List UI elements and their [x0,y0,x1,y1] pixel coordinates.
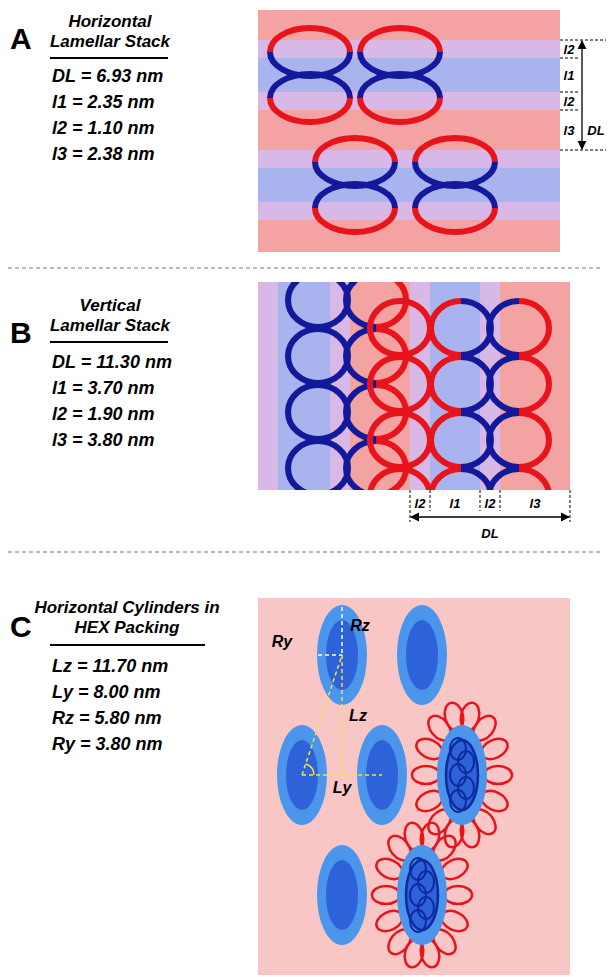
dimension-value: Ly = 8.00 nm [52,682,161,703]
dimension-value: Ry = 3.80 nm [52,734,163,755]
cylinder-core [406,860,438,930]
chain-loop [444,886,472,904]
heading-rule [50,57,168,59]
chain-arc [360,74,440,98]
chain-arc [370,413,400,467]
chain-arc [315,184,395,208]
cylinder-shell [397,845,447,945]
chain-loop [484,766,512,784]
chain-arc [270,28,350,52]
chain-arc [400,413,430,467]
chain-arc [288,329,318,383]
chain-arc [315,138,395,162]
dimension-value: Lz = 11.70 nm [52,656,168,677]
panel-separator [8,552,600,553]
chain-arc [519,357,549,411]
chain-loop [412,766,440,784]
chain-arc [415,138,495,162]
cylinders [277,605,512,969]
dimension-value: Rz = 5.80 nm [52,708,162,729]
chain-arc [489,469,519,490]
dimension-value: l1 = 2.35 nm [52,92,155,113]
dimension-value: DL = 6.93 nm [52,66,163,87]
dimension-value: l2 = 1.90 nm [52,404,155,425]
dimension-label: l1 [450,496,461,511]
chain-loop [446,740,478,810]
chain-arc [360,28,440,52]
dimension-value: l3 = 2.38 nm [52,144,155,165]
dimension-label: l2 [564,94,575,109]
panel-heading: Vertical Lamellar Stack [45,296,175,336]
chain-arc [519,413,549,467]
dimension-label: l2 [485,496,496,511]
cylinder-shell [437,725,487,825]
panel-heading: Horizontal Lamellar Stack [45,12,175,52]
chain-arc [415,208,495,232]
chain-arc [270,98,350,122]
dimension-label: l3 [564,123,575,138]
dimension-label: l3 [530,496,541,511]
chain-arc [431,357,461,411]
cylinder-core [446,740,478,810]
dimension-lines [302,607,382,775]
dimension-label: l2 [564,42,575,57]
chain-arc [431,301,461,355]
panel-heading: Horizontal Cylinders in HEX Packing [32,598,222,638]
chain-arc [400,469,430,490]
chain-arc [400,357,430,411]
dimension-value: l1 = 3.70 nm [52,378,155,399]
chain-arc [431,469,461,490]
heading-rule [50,644,205,646]
chain-arc [370,469,400,490]
dimension-ticks [560,40,606,150]
chain-arc [288,282,318,327]
chain-arc [270,74,350,98]
dimension-label: Rz [350,617,370,635]
cylinder-core [326,860,358,930]
panel-separator [8,268,600,269]
dimension-arrow [411,516,569,517]
matrix-ground [258,598,570,975]
dimension-value: l2 = 1.10 nm [52,118,155,139]
chain-arc [415,184,495,208]
chain-loop [372,886,400,904]
dimension-label: DL [587,123,604,138]
cylinder-shell [317,845,367,945]
dimension-label: Ry [272,633,292,651]
panel-letter: C [10,610,32,644]
chain-loops [288,282,549,490]
chain-arc [400,301,430,355]
chain-arc [489,301,519,355]
dimension-label: l2 [415,496,426,511]
chain-arc [370,301,400,355]
chain-loop [406,860,438,930]
chain-loops [270,28,495,232]
chain-arc [489,413,519,467]
dimension-label: Lz [349,707,367,725]
dimension-ticks [410,490,570,522]
dimension-value: l3 = 3.80 nm [52,430,155,451]
chain-arc [461,469,491,490]
panel-letter: B [10,316,32,350]
chain-arc [489,357,519,411]
lamellar-bands [258,10,560,252]
dimension-label: l1 [564,68,575,83]
panel-letter: A [10,22,32,56]
chain-arc [370,357,400,411]
chain-arc [288,441,318,490]
chain-arc [360,98,440,122]
chain-arc [431,413,461,467]
heading-rule [50,341,168,343]
dimension-label: Ly [333,779,352,797]
lamellar-bands [258,282,570,490]
dimension-label: DL [481,526,498,541]
cylinder-core [406,620,438,690]
chain-arc [519,301,549,355]
dimension-value: DL = 11.30 nm [52,352,172,373]
chain-arc [519,469,549,490]
dimension-arrow [581,41,582,149]
chain-arc [315,208,395,232]
cylinder-shell [397,605,447,705]
chain-arc [288,385,318,439]
